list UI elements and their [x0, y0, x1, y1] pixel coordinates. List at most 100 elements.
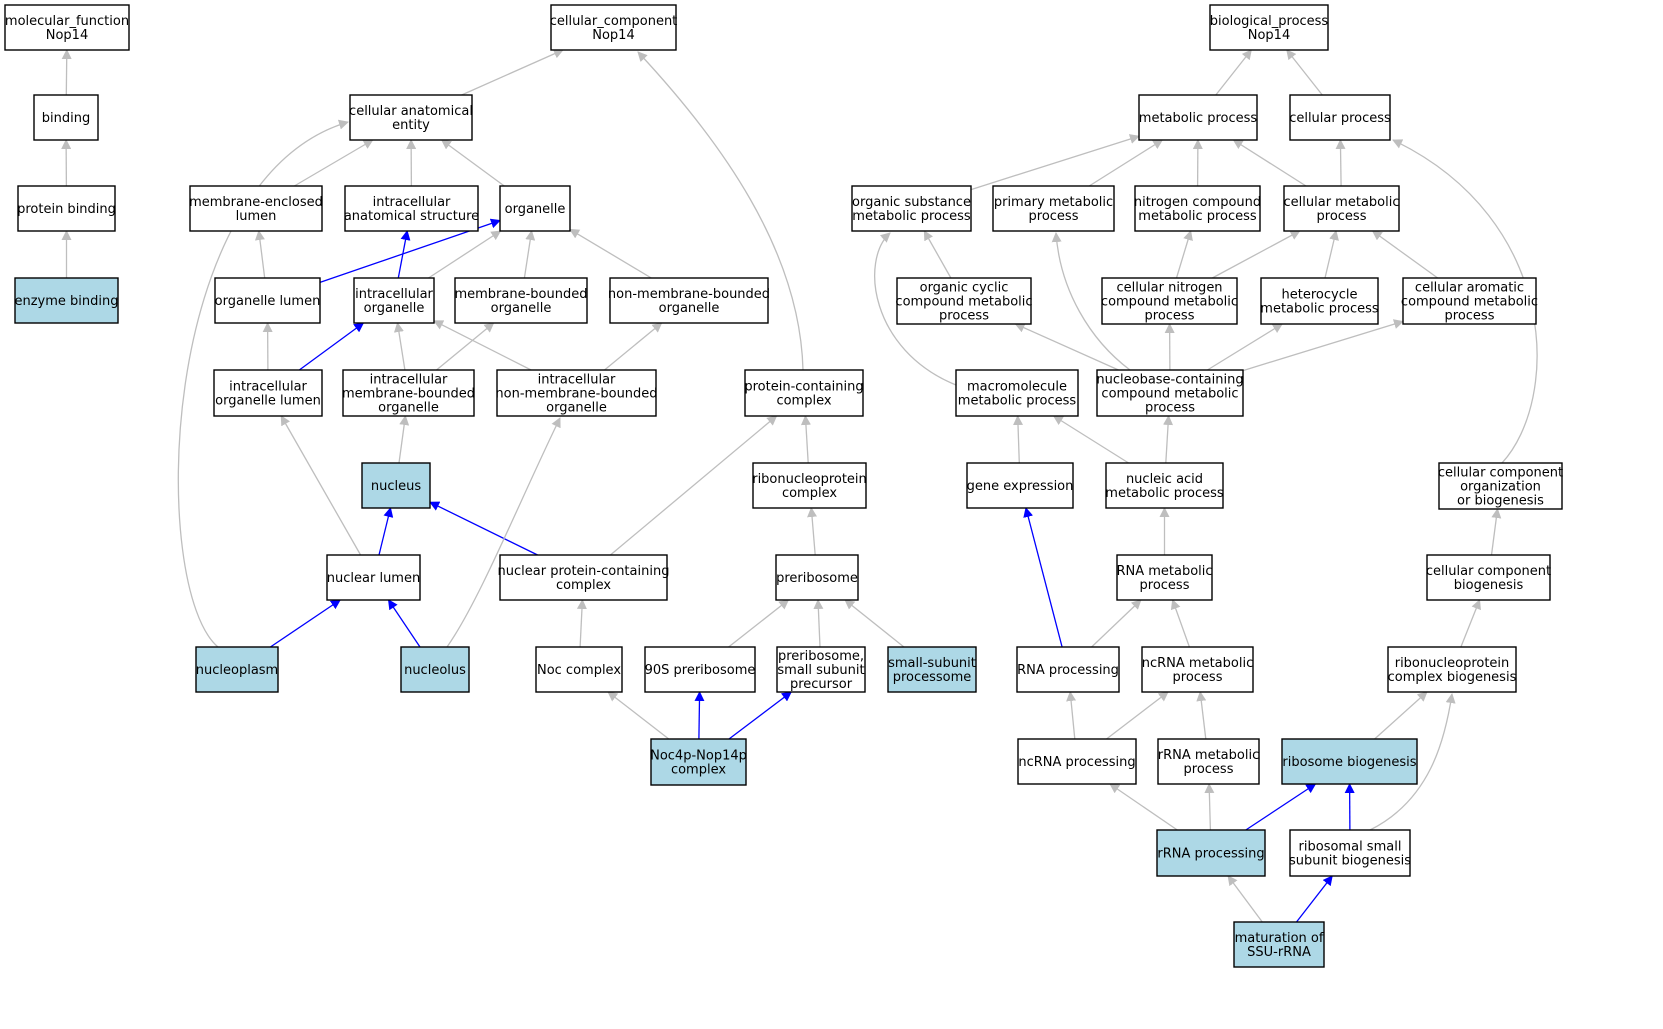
edge-pcc-to-cc: [637, 51, 804, 371]
edge-nucleolus-to-nuclear_lumen: [387, 599, 421, 648]
node-label-line: complex: [776, 394, 831, 409]
go-term-node-protein-binding: protein binding: [17, 185, 116, 232]
edge-rrna_processing-to-ribosome_biogenesis: [1245, 783, 1317, 831]
go-term-node-rrna-processing: rRNA processing: [1156, 829, 1266, 877]
go-term-node-metabolic: metabolic process: [1138, 94, 1258, 141]
edge-namp-to-mmp: [1052, 415, 1129, 464]
edge-cncmp-to-ncmp: [1175, 230, 1193, 279]
node-label-line: organelle: [364, 301, 425, 316]
edge-preribosome-to-rnp_complex: [807, 507, 818, 556]
node-label-line: ribosomal small: [1299, 840, 1402, 855]
node-label-line: ribonucleoprotein: [752, 472, 867, 487]
go-term-node-organelle-lumen: organelle lumen: [214, 277, 321, 324]
edge-nucleus-to-imbo: [398, 415, 410, 464]
edge-nbcmp-to-hmp: [1207, 323, 1283, 371]
node-label-line: or biogenesis: [1457, 494, 1544, 509]
node-label-line: metabolic process: [958, 394, 1077, 409]
node-label-line: process: [1445, 309, 1495, 324]
edge-pmp-to-metabolic: [1088, 139, 1164, 187]
node-box: [1289, 829, 1411, 877]
edge-pssp-to-preribosome: [813, 599, 824, 648]
go-term-node-gene-expression: gene expression: [966, 462, 1074, 509]
node-label-line: entity: [392, 118, 430, 133]
edge-cae-to-cc: [461, 49, 564, 96]
node-label-line: metabolic process: [1260, 302, 1379, 317]
node-label-line: nucleobase-containing: [1096, 373, 1243, 388]
node-label-line: membrane-enclosed: [189, 195, 323, 210]
node-label-line: complex: [782, 486, 837, 501]
edge-rnp_complex-to-pcc: [800, 415, 811, 464]
node-box: [1260, 277, 1379, 325]
edge-mmp-to-osmp: [874, 232, 957, 386]
node-label-line: RNA processing: [1017, 663, 1119, 678]
node-box: [1138, 94, 1258, 141]
node-box: [496, 369, 657, 417]
node-box: [1141, 646, 1254, 693]
node-box: [1426, 554, 1551, 601]
node-label-line: Noc complex: [537, 663, 621, 678]
node-label-line: Nop14: [46, 28, 88, 43]
node-label-line: organelle: [505, 202, 566, 217]
node-label-line: metabolic process: [1139, 111, 1258, 126]
edge-imbo-to-mbo: [436, 322, 495, 371]
node-box: [1233, 921, 1325, 968]
node-box: [550, 4, 677, 51]
node-label-line: protein-containing: [744, 380, 863, 395]
edge-ncrna_processing-to-ncrna_mp: [1106, 691, 1169, 740]
edge-p90s-to-preribosome: [728, 599, 790, 648]
go-term-node-enzyme-binding: enzyme binding: [14, 277, 119, 324]
node-box: [1134, 185, 1261, 232]
edge-noc4p-to-p90s: [694, 691, 705, 740]
node-label-line: Noc4p-Nop14p: [650, 749, 747, 764]
node-box: [195, 646, 279, 693]
node-label-line: cellular component: [1426, 564, 1551, 579]
node-label-line: macromolecule: [967, 380, 1067, 395]
edge-imbo-to-io: [393, 322, 406, 371]
node-box: [535, 646, 623, 693]
node-box: [1438, 462, 1563, 510]
node-box: [650, 738, 747, 786]
node-label-line: subunit biogenesis: [1289, 854, 1411, 869]
edge-nucleoplasm-to-cae: [177, 119, 349, 648]
edge-metabolic-to-bp: [1215, 49, 1252, 96]
node-label-line: intracellular: [373, 195, 451, 210]
node-box: [499, 185, 571, 232]
edge-npcc-to-nucleus: [429, 501, 538, 556]
node-label-line: preribosome,: [778, 649, 864, 664]
node-label-line: intracellular: [370, 373, 448, 388]
node-box: [14, 277, 119, 324]
node-label-line: membrane-bounded: [454, 287, 587, 302]
node-label-line: nucleolus: [404, 663, 466, 678]
edge-cmp-to-cellular_process: [1335, 139, 1346, 187]
node-box: [1402, 277, 1537, 325]
node-label-line: biological_process: [1210, 14, 1329, 29]
edge-binding-to-mf: [61, 49, 72, 96]
node-label-line: preribosome: [776, 571, 858, 586]
node-label-line: nucleoplasm: [196, 663, 278, 678]
edge-rnpcb-to-ccb: [1460, 599, 1481, 648]
edge-hmp-to-cmp: [1324, 230, 1339, 279]
node-label-line: organelle lumen: [215, 294, 321, 309]
go-term-node-nucleus: nucleus: [361, 462, 431, 509]
edge-organelle-to-cae: [440, 139, 505, 187]
edge-io-to-ias: [397, 230, 411, 279]
node-label-line: nitrogen compound: [1134, 195, 1261, 210]
edge-rrna_mp-to-ncrna_mp: [1196, 691, 1207, 740]
go-term-node-inmbo: intracellularnon-membrane-boundedorganel…: [495, 369, 658, 417]
node-label-line: cellular metabolic: [1284, 195, 1400, 210]
edge-mbo-to-organelle: [523, 230, 536, 279]
